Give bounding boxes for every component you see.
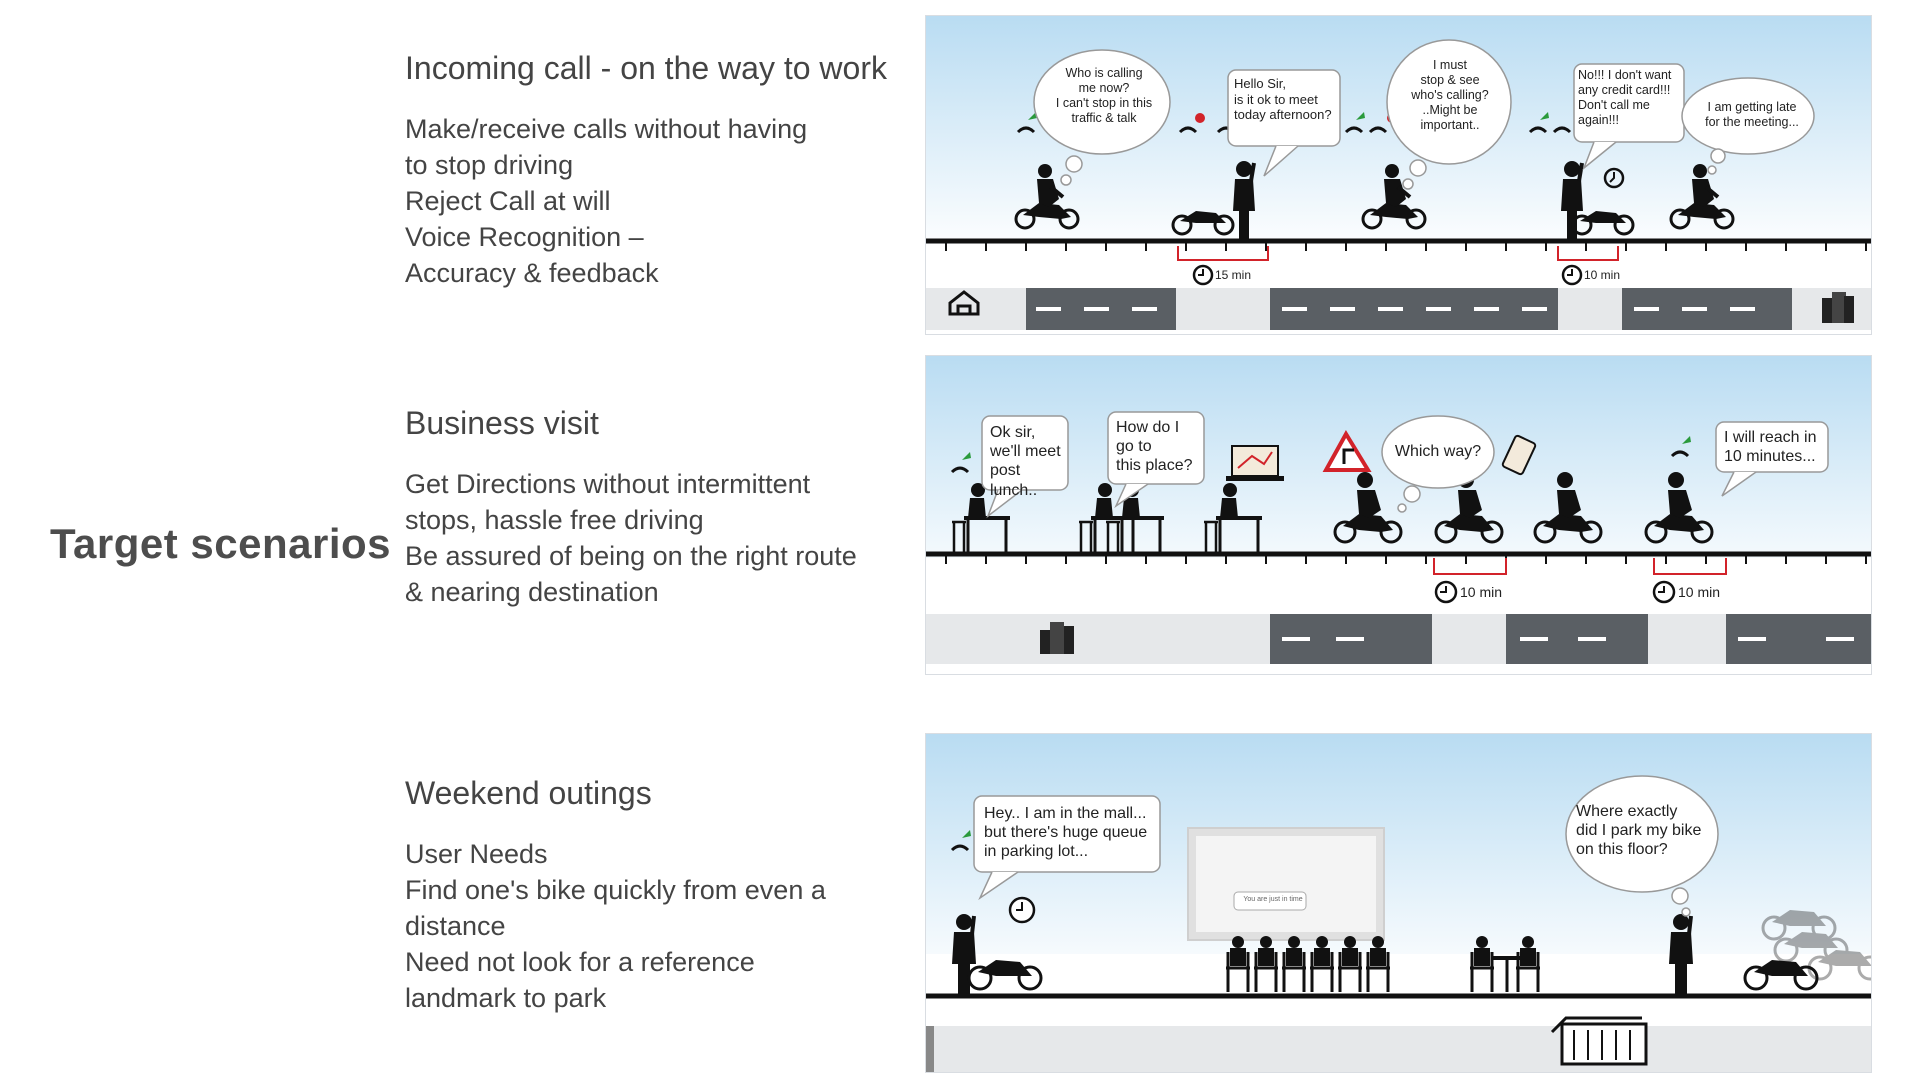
need-line: Get Directions without intermittent	[405, 469, 811, 499]
speech-bubble: No!!! I don't want any credit card!!! Do…	[1578, 68, 1672, 127]
page-title: Target scenarios	[50, 520, 392, 567]
illustration-commute: Who is calling me now? I can't stop in t…	[925, 15, 1872, 335]
need-line: User Needs	[405, 839, 548, 869]
need-line: to stop driving	[405, 150, 574, 180]
illustration-business-visit: Ok sir, we'll meet post lunch.. How do I…	[925, 355, 1872, 675]
duration-label: 15 min	[1215, 268, 1252, 282]
speech-bubble: Hey.. I am in the mall... but there's hu…	[984, 805, 1148, 861]
thought-bubble: Which way?	[1394, 443, 1482, 460]
need-line: stops, hassle free driving	[405, 505, 704, 535]
need-line: & nearing destination	[405, 577, 659, 607]
need-line: Be assured of being on the right route	[405, 541, 857, 571]
screen-text: You are just in time	[1243, 896, 1303, 903]
scenario-business-visit: Business visit Get Directions without in…	[405, 405, 905, 610]
speech-bubble: Hello Sir, is it ok to meet today aftern…	[1234, 76, 1332, 123]
scenario-heading: Weekend outings	[405, 775, 652, 811]
need-line: Voice Recognition –	[405, 222, 644, 252]
need-line: Reject Call at will	[405, 186, 611, 216]
thought-bubble: I am getting late for the meeting...	[1705, 100, 1799, 129]
need-line: Make/receive calls without having	[405, 114, 808, 144]
speech-bubble: I will reach in 10 minutes...	[1724, 429, 1817, 466]
need-line: distance	[405, 911, 506, 941]
need-line: Accuracy & feedback	[405, 258, 659, 288]
illustration-weekend-outings: Hey.. I am in the mall... but there's hu…	[925, 733, 1872, 1073]
speech-bubble: I must stop & see who's calling? ..Might…	[1411, 58, 1489, 132]
need-line: landmark to park	[405, 983, 607, 1013]
thought-bubble: Where exactly did I park my bike on this…	[1576, 803, 1702, 859]
speech-bubble: Who is calling me now? I can't stop in t…	[1055, 66, 1153, 125]
scenario-heading: Incoming call - on the way to work	[405, 50, 887, 86]
scenario-commute: Incoming call - on the way to work Make/…	[405, 50, 905, 291]
need-line: Need not look for a reference	[405, 947, 755, 977]
speech-bubble: Ok sir, we'll meet post lunch..	[990, 424, 1061, 499]
scenario-weekend-outings: Weekend outings User Needs Find one's bi…	[405, 775, 905, 1016]
duration-label: 10 min	[1584, 268, 1621, 282]
scenario-heading: Business visit	[405, 405, 599, 441]
duration-label: 10 min	[1678, 584, 1721, 600]
need-line: Find one's bike quickly from even a	[405, 875, 826, 905]
duration-label: 10 min	[1460, 584, 1503, 600]
speech-bubble: How do I go to this place?	[1116, 419, 1193, 475]
